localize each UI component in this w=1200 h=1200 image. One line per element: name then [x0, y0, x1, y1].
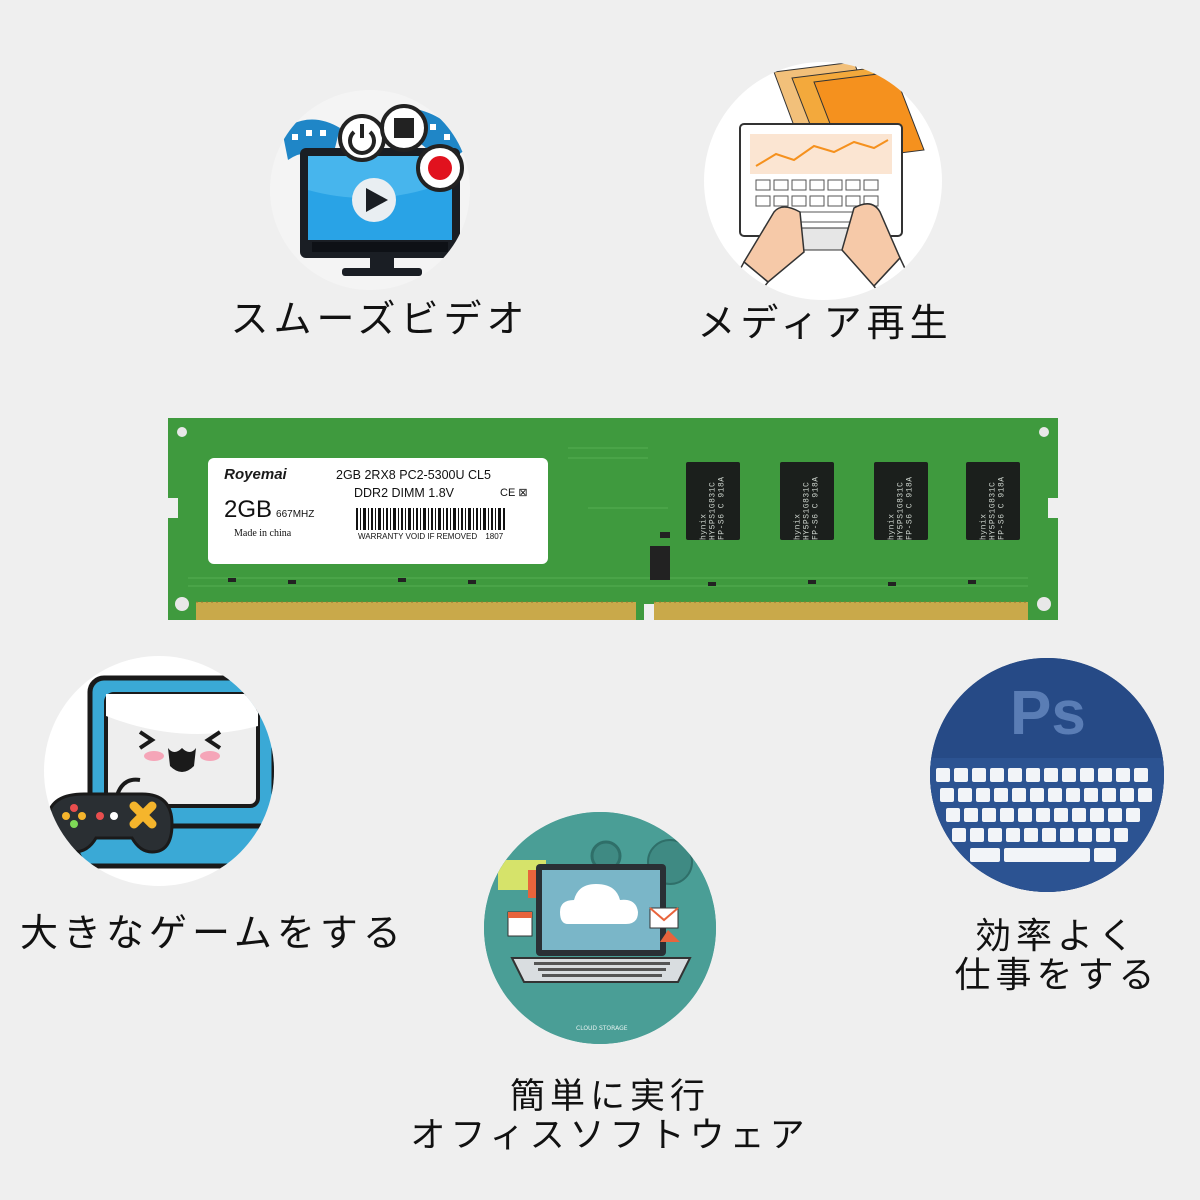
memory-chip: hynix HY5PS1G831C FP-S6 C 918A	[874, 462, 928, 540]
game-console-icon	[46, 675, 274, 869]
ram-label: Royemai 2GB 2RX8 PC2-5300U CL5 DDR2 DIMM…	[208, 458, 548, 564]
warranty-text: WARRANTY VOID IF REMOVED 1807	[358, 532, 504, 541]
laptop-typing-icon	[723, 62, 925, 300]
media-playback-circle	[704, 62, 942, 300]
barcode	[356, 508, 505, 530]
video-player-icon	[282, 104, 465, 276]
svg-text:CLOUD STORAGE: CLOUD STORAGE	[576, 1025, 628, 1032]
caption-smooth-video: スムーズビデオ	[230, 297, 530, 341]
office-software-circle: CLOUD STORAGE	[484, 812, 716, 1044]
cloud-laptop-icon: CLOUD STORAGE	[484, 812, 716, 1044]
efficient-work-circle: Ps	[930, 658, 1164, 892]
certification-marks: CE ⊠	[500, 487, 528, 499]
caption-big-games: 大きなゲームをする	[20, 911, 406, 955]
memory-chip: hynix HY5PS1G831C FP-S6 C 918A	[686, 462, 740, 540]
memory-chip: hynix HY5PS1G831C FP-S6 C 918A	[780, 462, 834, 540]
caption-media-playback: メディア再生	[697, 301, 953, 345]
ram-module: hynix HY5PS1G831C FP-S6 C 918A hynix HY5…	[168, 418, 1058, 620]
spec-line-1: 2GB 2RX8 PC2-5300U CL5	[336, 468, 491, 482]
big-games-circle	[44, 656, 274, 886]
photoshop-keyboard-icon: Ps	[930, 658, 1164, 892]
brand-logo: Royemai	[216, 466, 287, 483]
svg-text:Ps: Ps	[1010, 679, 1086, 748]
caption-efficient-work: 効率よく 仕事をする	[954, 916, 1160, 996]
made-in: Made in china	[234, 528, 292, 539]
smooth-video-circle	[270, 90, 470, 290]
spec-line-2: DDR2 DIMM 1.8V	[354, 486, 455, 500]
caption-office-software: 簡単に実行 オフィスソフトウェア	[410, 1077, 810, 1157]
memory-chip: hynix HY5PS1G831C FP-S6 C 918A	[966, 462, 1020, 540]
